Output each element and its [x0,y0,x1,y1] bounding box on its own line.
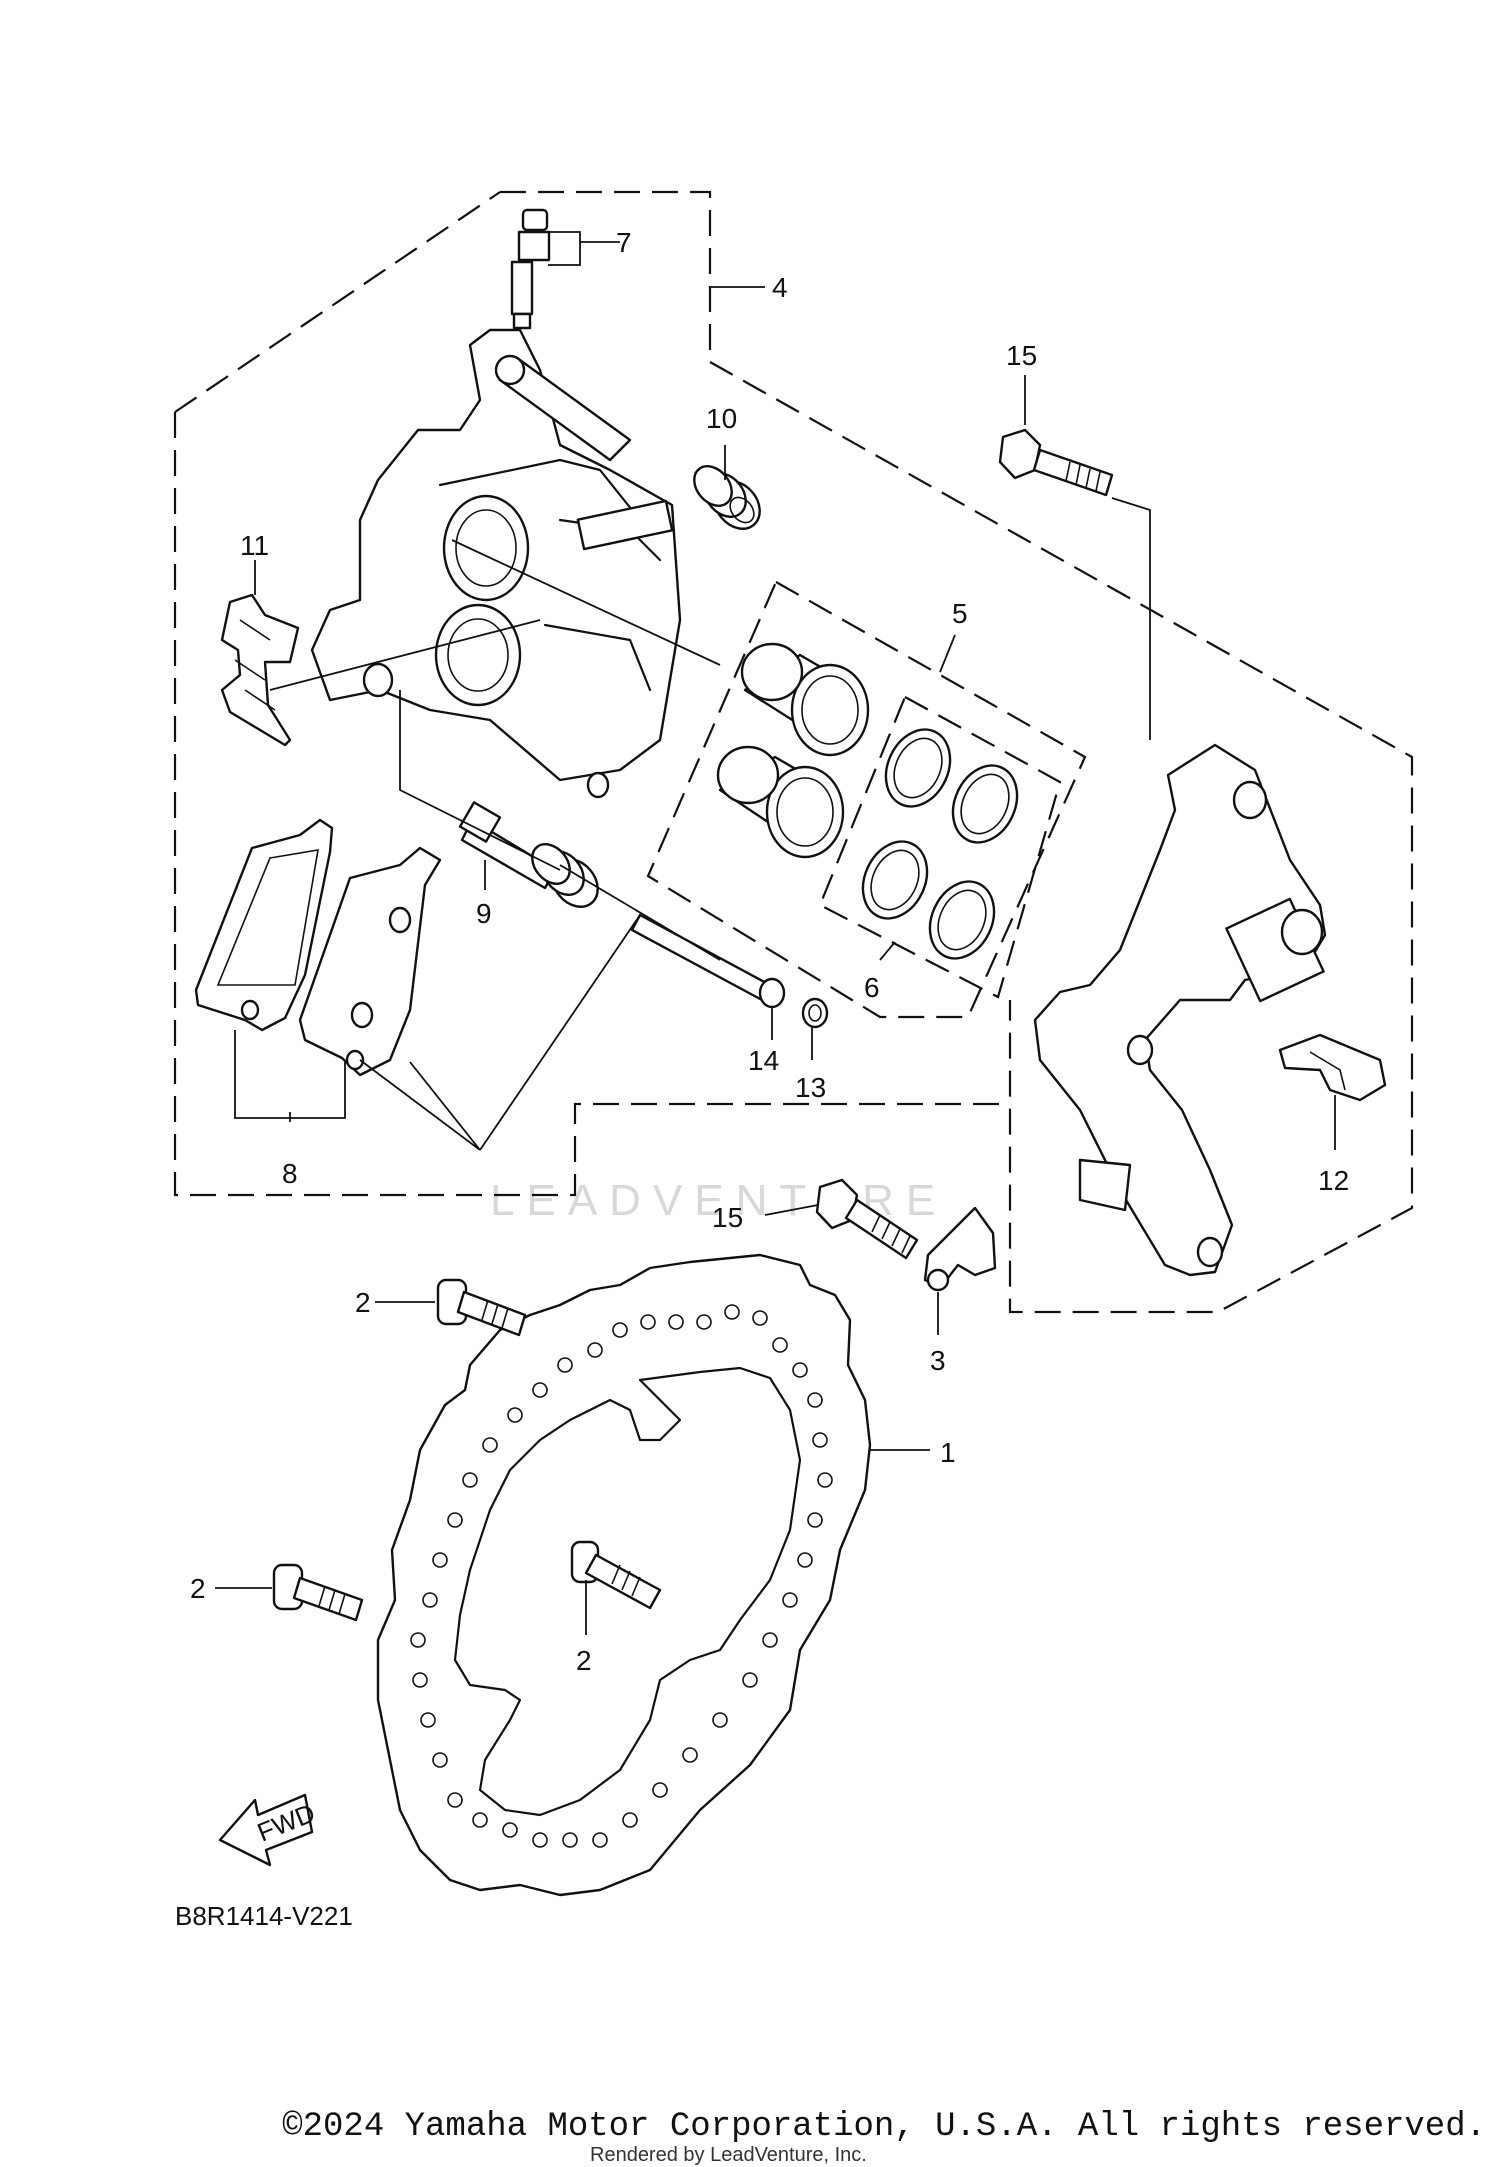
brake-pad-inner[interactable] [298,846,442,1077]
callout-15b: 15 [712,1202,743,1233]
piston-upper[interactable] [740,642,870,757]
hose-guide-3[interactable] [923,1206,997,1292]
pad-spring-11[interactable] [220,593,300,747]
disc-bolt-upper[interactable] [436,1278,527,1337]
callout-2a: 2 [355,1287,371,1318]
fwd-arrow-icon: FWD [218,1793,319,1867]
callout-11: 11 [240,530,269,561]
piston-seals[interactable] [851,719,1029,969]
slide-pin-upper[interactable] [494,354,632,462]
bleed-screw[interactable] [510,208,551,330]
caliper-bracket[interactable] [1033,743,1327,1277]
caliper-assembly-outline [173,190,1414,1314]
brake-pad-outer[interactable] [194,818,334,1032]
callout-10: 10 [706,403,737,434]
callout-3: 3 [930,1345,946,1376]
leader-lines [215,231,1336,1635]
callout-4: 4 [772,272,788,303]
callout-12: 12 [1318,1165,1349,1196]
callout-9: 9 [476,898,492,929]
callout-5: 5 [952,598,968,629]
plug-13[interactable] [801,997,829,1029]
boot-10[interactable] [687,459,769,538]
callout-1: 1 [940,1437,956,1468]
disc-bolt-center[interactable] [570,1540,662,1610]
piston-seal-outline [818,695,1062,999]
callout-13: 13 [795,1072,826,1103]
callout-2b: 2 [190,1573,206,1604]
callout-15a: 15 [1006,340,1037,371]
callout-8: 8 [282,1158,298,1189]
pad-pin-14[interactable] [630,913,786,1009]
copyright-notice: ©2024 Yamaha Motor Corporation, U.S.A. A… [282,2108,1486,2146]
callout-2c: 2 [576,1645,592,1676]
disc-bolt-lower-left[interactable] [272,1563,364,1622]
bolt-15-lower[interactable] [815,1178,919,1260]
drawing-code: B8R1414-V221 [175,1901,353,1931]
disc-vent-holes [410,1304,833,1848]
caliper-body[interactable] [310,328,682,799]
slide-pin-9[interactable] [458,801,607,915]
callout-7: 7 [616,227,632,258]
seal-kit-outline [646,580,1087,1019]
piston-lower[interactable] [716,745,845,859]
rendered-by-notice: Rendered by LeadVenture, Inc. [590,2144,867,2166]
callout-labels: 1 2 2 2 2 3 4 5 6 7 8 9 10 11 12 13 14 1… [190,227,1349,1676]
pad-support-12[interactable] [1278,1033,1387,1102]
callout-6: 6 [864,972,880,1003]
callout-14: 14 [748,1045,779,1076]
bolt-15-upper[interactable] [998,428,1114,497]
